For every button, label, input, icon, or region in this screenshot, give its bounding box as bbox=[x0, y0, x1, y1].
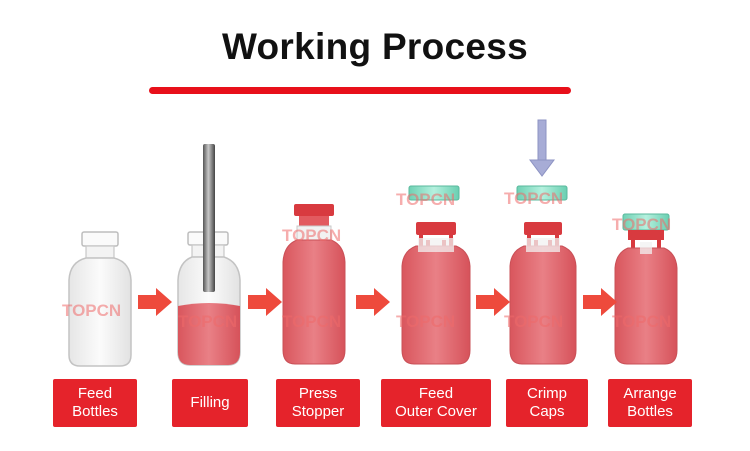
watermark: TOPCN bbox=[62, 301, 121, 320]
press-arrow-shaft bbox=[537, 119, 547, 163]
bottle-filling bbox=[177, 144, 241, 366]
bottle-feed-bottles bbox=[68, 231, 132, 367]
watermarks: TOPCN TOPCN TOPCN TOPCN TOPCN TOPCN TOPC… bbox=[62, 189, 671, 331]
flow-arrow-1 bbox=[138, 288, 172, 316]
step-label-feed-bottles: Feed Bottles bbox=[53, 379, 137, 427]
bottle-press-stopper bbox=[282, 204, 346, 365]
watermark: TOPCN bbox=[504, 312, 563, 331]
step-label-press-stopper: Press Stopper bbox=[276, 379, 360, 427]
watermark: TOPCN bbox=[504, 189, 563, 208]
watermark: TOPCN bbox=[396, 190, 455, 209]
flow-arrows bbox=[138, 288, 617, 316]
watermark: TOPCN bbox=[282, 312, 341, 331]
flow-arrow-4 bbox=[476, 288, 510, 316]
step-label-filling: Filling bbox=[172, 379, 248, 427]
bottle-feed-outer-cover bbox=[401, 185, 471, 365]
watermark: TOPCN bbox=[178, 312, 237, 331]
step-label-arrange-bottles: Arrange Bottles bbox=[608, 379, 692, 427]
filling-needle bbox=[203, 144, 215, 292]
bottle-crimp-caps bbox=[509, 119, 577, 365]
bottle-arrange-bottles bbox=[614, 213, 678, 365]
watermark: TOPCN bbox=[612, 215, 671, 234]
page-title: Working Process bbox=[221, 26, 529, 67]
watermark: TOPCN bbox=[612, 312, 671, 331]
flow-arrow-3 bbox=[356, 288, 390, 316]
title-underline bbox=[149, 87, 571, 94]
watermark: TOPCN bbox=[396, 312, 455, 331]
step-label-crimp-caps: Crimp Caps bbox=[506, 379, 588, 427]
step-label-feed-outer-cover: Feed Outer Cover bbox=[381, 379, 491, 427]
press-arrow-head bbox=[529, 159, 555, 177]
flow-arrow-5 bbox=[583, 288, 617, 316]
watermark: TOPCN bbox=[282, 226, 341, 245]
flow-arrow-2 bbox=[248, 288, 282, 316]
